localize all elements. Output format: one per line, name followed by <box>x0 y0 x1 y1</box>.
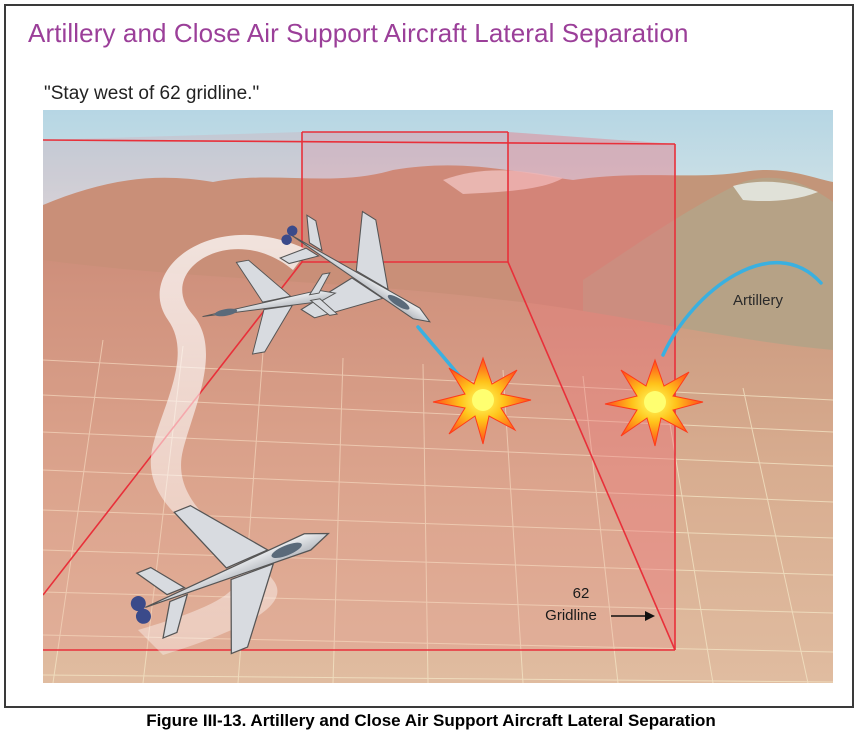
figure-caption: Figure III-13. Artillery and Close Air S… <box>146 711 716 730</box>
explosion-icon <box>604 358 704 447</box>
aircraft-flight-trail <box>138 234 308 655</box>
artillery-label: Artillery <box>733 292 784 309</box>
arrow-right-icon <box>611 611 655 621</box>
battlefield-scene: Artillery 62 Gridline <box>43 110 833 683</box>
instruction-quote: "Stay west of 62 gridline." <box>44 83 260 104</box>
snow-patch <box>443 170 563 194</box>
aircraft-icon <box>202 259 339 355</box>
figure-title: Artillery and Close Air Support Aircraft… <box>28 18 689 48</box>
gridline-number-label: 62 <box>573 585 590 602</box>
box-side-face <box>508 132 675 650</box>
aircraft-icon <box>130 504 330 655</box>
box-back-face <box>302 132 508 262</box>
artillery-trajectory <box>661 261 823 357</box>
explosion-icon <box>432 356 532 445</box>
aircraft-icon <box>279 210 431 323</box>
gridline-word-label: Gridline <box>545 607 597 624</box>
snow-patch <box>733 181 818 202</box>
